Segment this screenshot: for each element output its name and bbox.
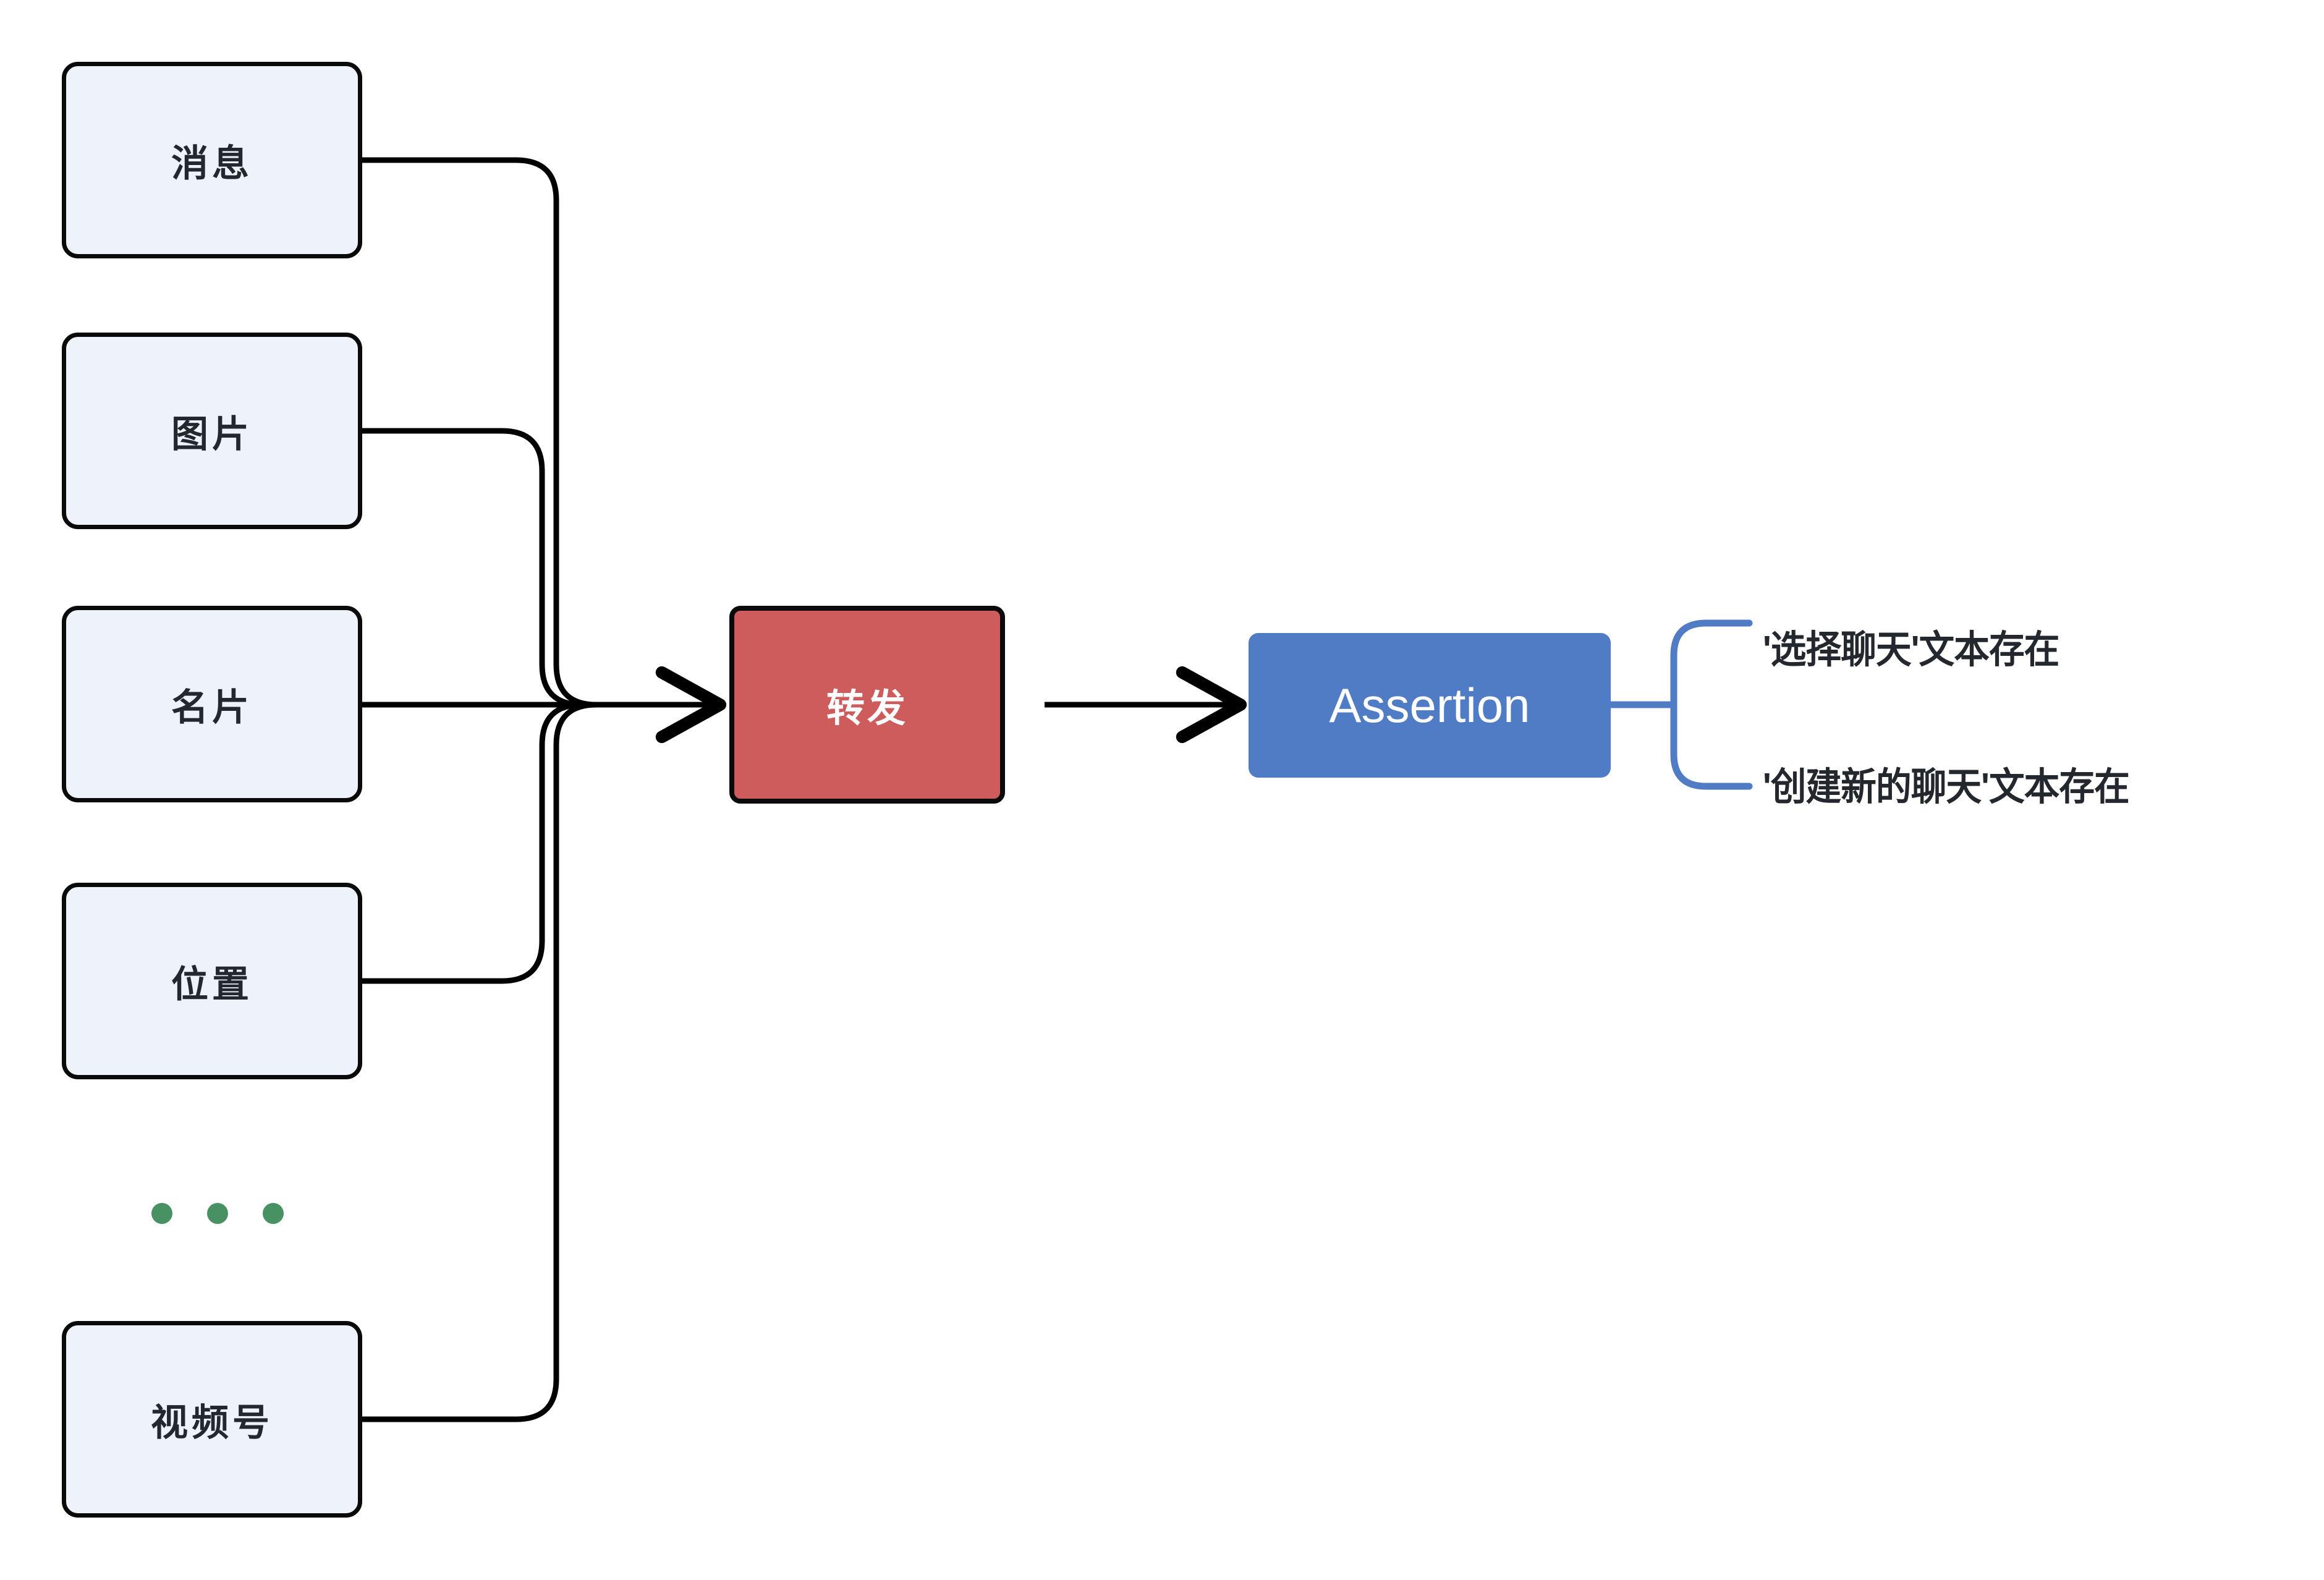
ellipsis-dot bbox=[207, 1203, 228, 1224]
source-node-label: 图片 bbox=[171, 413, 253, 455]
connector-source-1 bbox=[362, 157, 597, 708]
source-node-location[interactable]: 位置 bbox=[62, 883, 362, 1079]
source-node-namecard[interactable]: 名片 bbox=[62, 606, 362, 802]
ellipsis-dot bbox=[151, 1203, 172, 1224]
source-node-message[interactable]: 消息 bbox=[62, 62, 362, 258]
source-node-label: 消息 bbox=[171, 142, 253, 184]
connector-source-2 bbox=[362, 428, 583, 708]
connector-assertion-bracket-lower bbox=[1670, 701, 1753, 790]
connector-source-4 bbox=[362, 702, 583, 984]
ellipsis-dot bbox=[263, 1203, 284, 1224]
more-sources-ellipsis-icon bbox=[151, 1203, 284, 1224]
assertion-result-text: '创建新的聊天'文本存在 bbox=[1763, 766, 2130, 809]
assertion-node-label: Assertion bbox=[1329, 677, 1530, 733]
connector-source-5 bbox=[362, 702, 597, 1422]
source-node-channels[interactable]: 视频号 bbox=[62, 1321, 362, 1518]
source-node-image[interactable]: 图片 bbox=[62, 333, 362, 529]
action-node-label: 转发 bbox=[826, 687, 908, 730]
source-node-label: 位置 bbox=[171, 963, 253, 1005]
connector-assertion-bracket-upper bbox=[1607, 619, 1753, 708]
source-node-label: 视频号 bbox=[151, 1401, 273, 1443]
assertion-result-create-new-chat: '创建新的聊天'文本存在 bbox=[1763, 755, 2130, 811]
action-node-forward[interactable]: 转发 bbox=[729, 606, 1005, 804]
assertion-result-text: '选择聊天'文本存在 bbox=[1763, 629, 2059, 671]
source-node-label: 名片 bbox=[171, 686, 253, 728]
assertion-result-select-chat: '选择聊天'文本存在 bbox=[1763, 618, 2059, 674]
assertion-node[interactable]: Assertion bbox=[1249, 633, 1611, 778]
